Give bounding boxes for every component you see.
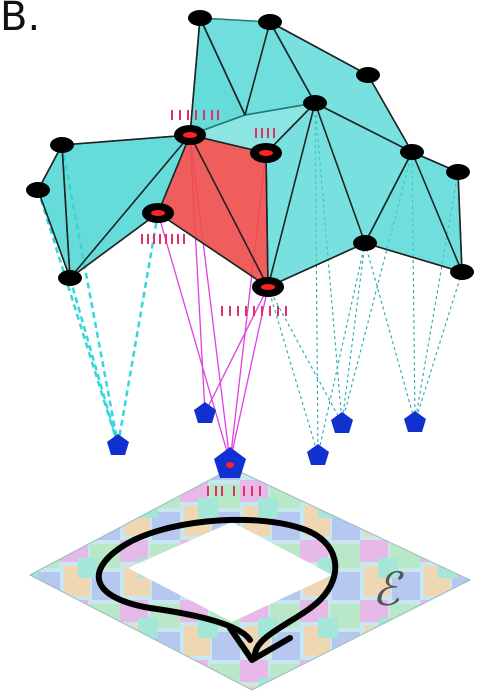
vertex <box>353 235 377 251</box>
floor-hole <box>128 522 332 622</box>
simplicial-complex <box>37 17 463 288</box>
vertex <box>188 10 212 26</box>
vertex <box>26 182 50 198</box>
simplex-edges <box>37 17 463 288</box>
active-vertices <box>142 125 284 297</box>
spike-raster-1 <box>171 110 219 120</box>
vertices <box>26 10 474 286</box>
spike-rasters <box>141 110 287 496</box>
trajectory-path <box>95 516 339 658</box>
vertex <box>50 137 74 153</box>
vertex <box>450 264 474 280</box>
vertex <box>258 14 282 30</box>
spike-raster-5 <box>207 486 261 496</box>
pentagon-marker <box>331 412 353 433</box>
environment-floor <box>28 467 472 691</box>
spike-raster-4 <box>221 306 287 316</box>
pentagon-marker <box>107 434 129 455</box>
vertex <box>356 67 380 83</box>
vertex <box>400 144 424 160</box>
spike-raster-3 <box>141 234 185 244</box>
vertex <box>446 164 470 180</box>
trajectory-arrowhead <box>227 625 293 663</box>
spike-raster-2 <box>255 128 275 138</box>
pentagon-marker <box>307 444 329 465</box>
vertex <box>303 95 327 111</box>
panel-label: B. <box>0 0 41 40</box>
pentagon-marker <box>194 402 216 423</box>
vertex <box>58 270 82 286</box>
environment-label: ℰ <box>372 562 400 616</box>
place-field-markers <box>107 402 426 478</box>
pentagon-marker <box>404 411 426 432</box>
